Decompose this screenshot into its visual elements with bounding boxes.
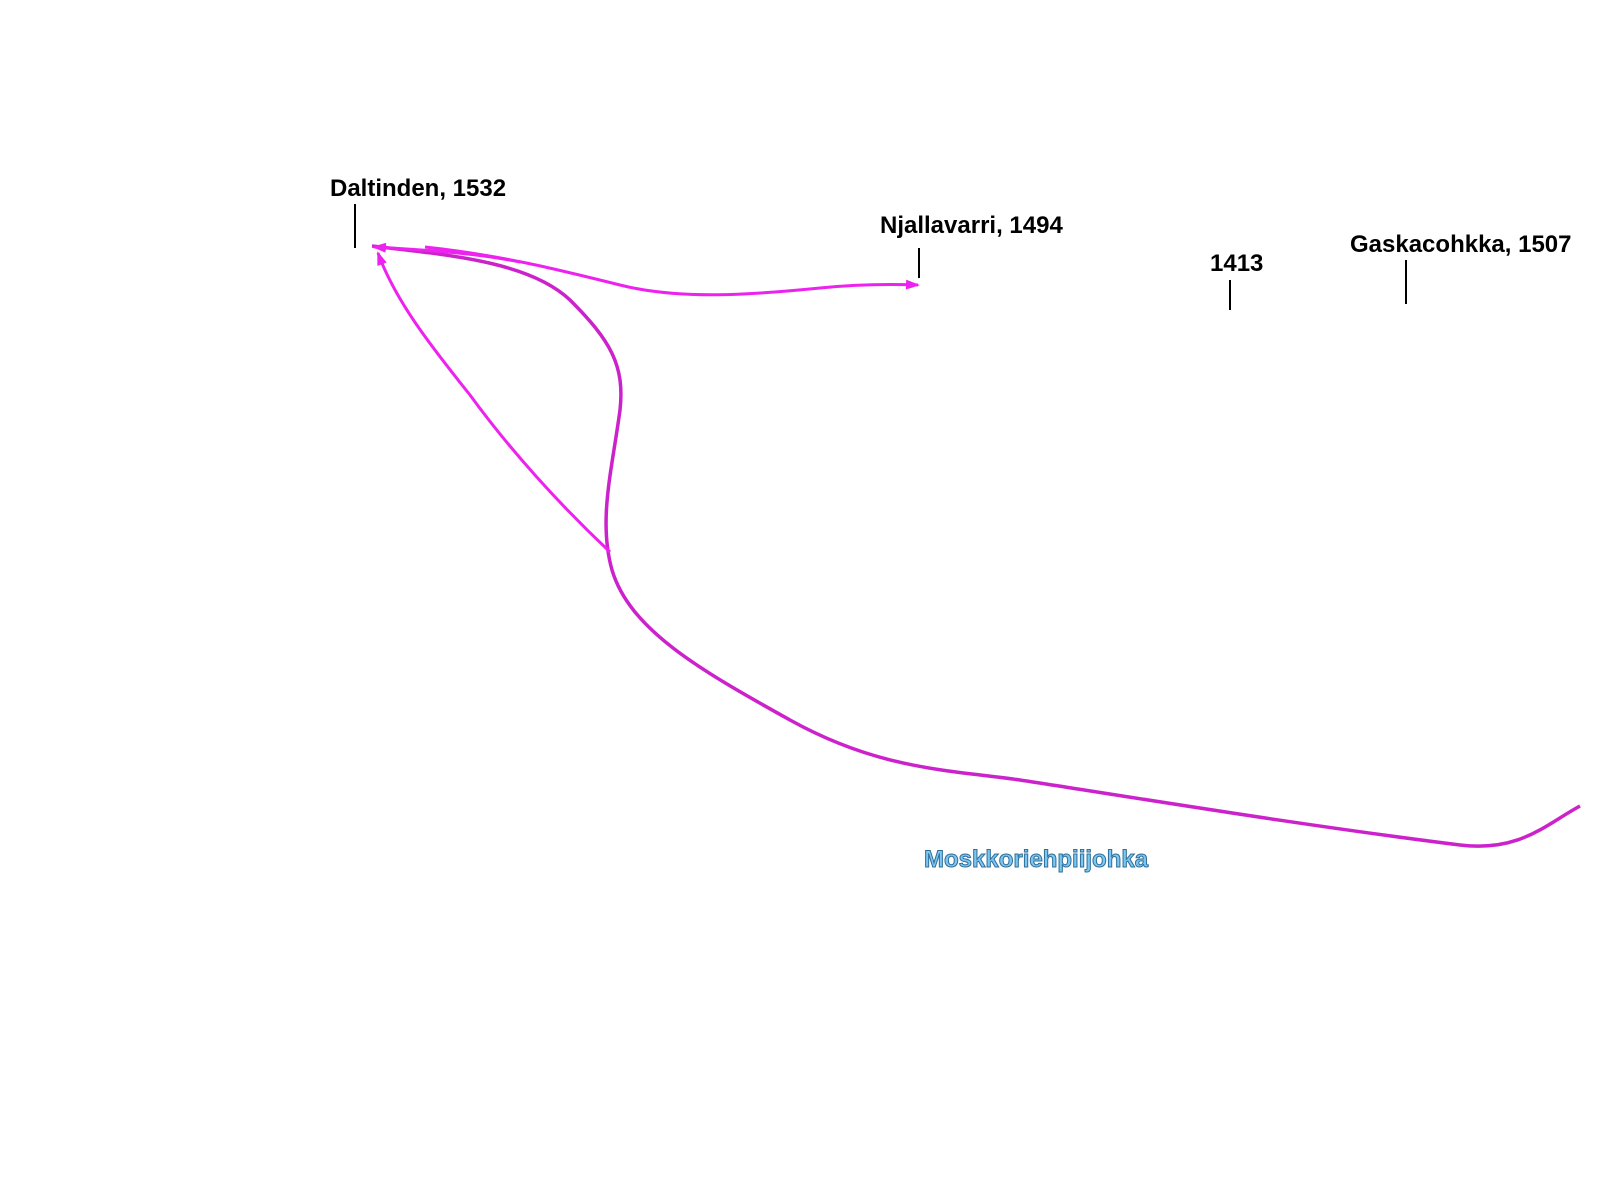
river-label: Moskkoriehpiijohka bbox=[923, 846, 1149, 873]
route-to-daltinden-left bbox=[376, 251, 612, 554]
peak-label-daltinden: Daltinden, 1532 bbox=[330, 175, 507, 202]
peak-label-gaskacohkka: Gaskacohkka, 1507 bbox=[1350, 231, 1572, 258]
peak-label-njallavarri: Njallavarri, 1494 bbox=[880, 212, 1063, 239]
route-to-njallavarri bbox=[424, 245, 920, 297]
peak-marker-gaskacohkka bbox=[1405, 260, 1407, 304]
route-main-trail bbox=[371, 244, 1581, 848]
route-return-daltinden bbox=[372, 242, 521, 264]
peak-label-1413: 1413 bbox=[1210, 250, 1264, 277]
peak-marker-1413 bbox=[1229, 280, 1231, 310]
peak-marker-daltinden bbox=[354, 204, 356, 248]
peak-marker-njallavarri bbox=[918, 248, 920, 278]
